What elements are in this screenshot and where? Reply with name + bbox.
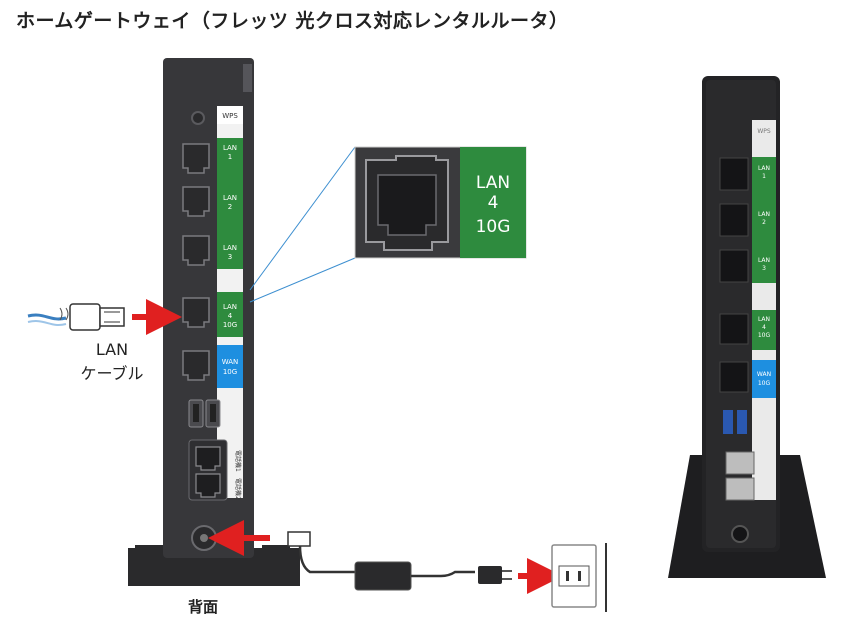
svg-text:2: 2 (228, 203, 232, 211)
page-title: ホームゲートウェイ（フレッツ 光クロス対応レンタルルータ） (16, 10, 569, 32)
svg-text:3: 3 (228, 253, 232, 261)
wall-outlet-icon (551, 543, 607, 612)
back-label: 背面 (188, 598, 219, 616)
tel2-label: 電話機2 (234, 478, 242, 500)
lan-cable-icon (27, 303, 125, 331)
svg-text:WAN: WAN (757, 371, 771, 378)
svg-text:LAN: LAN (758, 211, 770, 218)
usb-port-icon (188, 399, 221, 428)
zoom-lan-label: LAN (476, 173, 510, 193)
svg-text:3: 3 (762, 265, 766, 272)
ac-adapter-icon (287, 531, 512, 591)
router-photo (668, 76, 826, 578)
callout-line-top (249, 146, 356, 291)
wps-button (191, 111, 205, 125)
router-back-view (128, 58, 300, 586)
svg-text:4: 4 (488, 193, 499, 213)
svg-text:10G: 10G (758, 380, 771, 387)
svg-text:LAN: LAN (758, 257, 770, 264)
svg-text:10G: 10G (758, 332, 771, 339)
svg-text:LAN: LAN (758, 165, 770, 172)
phone-port-icons (195, 446, 221, 498)
svg-text:WPS: WPS (757, 128, 771, 135)
cable-label-line2: ケーブル (80, 364, 144, 383)
svg-text:2: 2 (762, 219, 766, 226)
tel-labels: 電話機1 電話機2 (234, 450, 242, 500)
svg-text:1: 1 (228, 153, 232, 161)
zoom-detail: LAN 4 10G (354, 146, 527, 259)
lan4-label: LAN (223, 303, 237, 311)
wan-label: WAN (222, 358, 239, 366)
lan1-label: LAN (223, 144, 237, 152)
svg-text:4: 4 (762, 324, 766, 331)
cable-label-line1: LAN (95, 340, 129, 359)
port-labels: WPS LAN 1 LAN 2 LAN 3 LAN 4 10G WAN 10G (222, 112, 239, 376)
svg-text:1: 1 (762, 173, 766, 180)
tel1-label: 電話機1 (234, 450, 242, 472)
svg-text:LAN: LAN (758, 316, 770, 323)
ethernet-port-icons (182, 143, 210, 381)
svg-text:10G: 10G (476, 217, 511, 237)
svg-text:10G: 10G (223, 321, 237, 329)
wps-label: WPS (222, 112, 238, 120)
lan2-label: LAN (223, 194, 237, 202)
svg-text:10G: 10G (223, 368, 237, 376)
lan3-label: LAN (223, 244, 237, 252)
svg-text:4: 4 (228, 312, 233, 320)
callout-line-bottom (249, 257, 356, 303)
